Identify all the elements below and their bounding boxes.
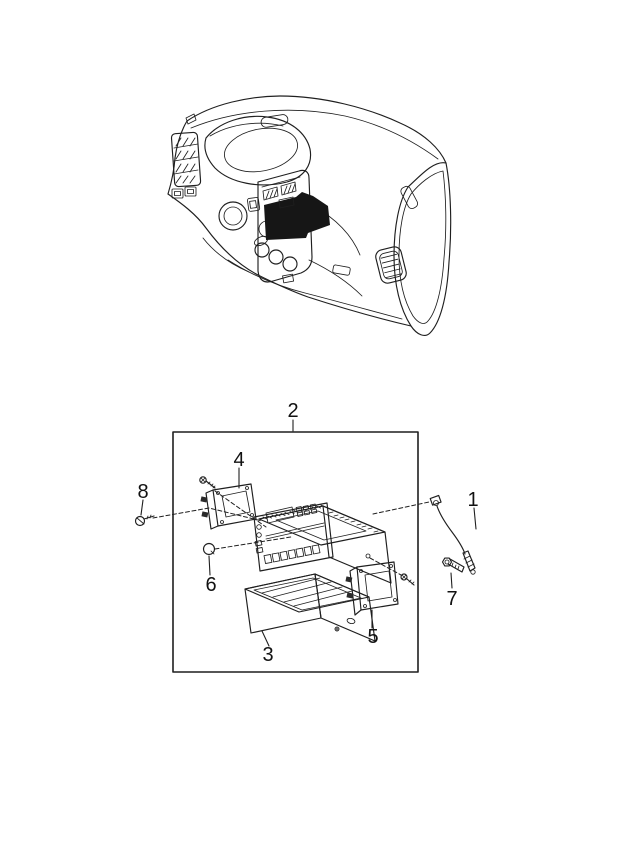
callout-label-4: 4 <box>233 449 244 471</box>
exploded-view: 2 <box>134 400 479 673</box>
radio-highlight-notch <box>278 196 295 209</box>
left-air-vent <box>170 131 202 188</box>
callout-label-3: 3 <box>262 644 273 666</box>
callout-label-5: 5 <box>367 626 378 648</box>
storage-pocket: 3 <box>244 573 376 666</box>
side-air-vent <box>375 246 407 284</box>
lower-trim-slot <box>332 264 351 276</box>
radio-unit <box>253 502 392 584</box>
mounting-bracket-right: 5 <box>345 561 415 648</box>
button-row <box>263 544 321 564</box>
center-stack <box>254 169 330 284</box>
bracket-screw-left <box>199 476 216 489</box>
callout-label-6: 6 <box>205 574 216 596</box>
side-mount-hole <box>365 553 371 559</box>
windshield-defroster-vent <box>260 114 419 209</box>
hex-bolt: 7 <box>441 557 465 610</box>
assembly-dashed-lines <box>152 490 430 576</box>
cassette-slot <box>265 522 325 540</box>
assembly-box <box>172 431 419 673</box>
callout-label-2: 2 <box>287 400 298 422</box>
machine-screw: 8 <box>134 481 155 527</box>
center-vents <box>262 181 297 201</box>
leader-line-1 <box>473 507 477 530</box>
antenna-cable: 1 <box>429 489 479 575</box>
dashboard-illustration <box>167 95 452 336</box>
stack-latch <box>282 273 295 284</box>
bracket-clip <box>345 576 353 583</box>
instrument-cluster <box>204 115 312 186</box>
instrument-panel-outline <box>167 95 452 336</box>
mounting-bracket-left: 4 <box>199 449 257 530</box>
bracket-clip <box>200 496 208 503</box>
left-switch-panel <box>171 186 197 199</box>
leader-line-8 <box>140 499 144 516</box>
knob-screw: 6 <box>202 542 217 596</box>
leader-line-3 <box>261 630 270 647</box>
vent-hatch <box>175 137 196 184</box>
callout-label-1: 1 <box>467 489 478 511</box>
hvac-knobs <box>254 242 298 272</box>
display-window <box>265 506 295 524</box>
pocket-slots <box>261 577 353 607</box>
cable-plug <box>462 550 476 575</box>
bracket-clip <box>346 592 354 599</box>
callout-label-8: 8 <box>137 481 148 503</box>
callout-label-7: 7 <box>446 588 457 610</box>
bracket-screw-right <box>400 573 415 586</box>
bracket-clip <box>201 511 209 518</box>
faceplate <box>253 502 334 572</box>
side-vent-hatch <box>328 511 379 533</box>
leader-line-6 <box>208 555 211 576</box>
radio-highlight <box>264 192 330 240</box>
leader-line-7 <box>450 572 453 589</box>
